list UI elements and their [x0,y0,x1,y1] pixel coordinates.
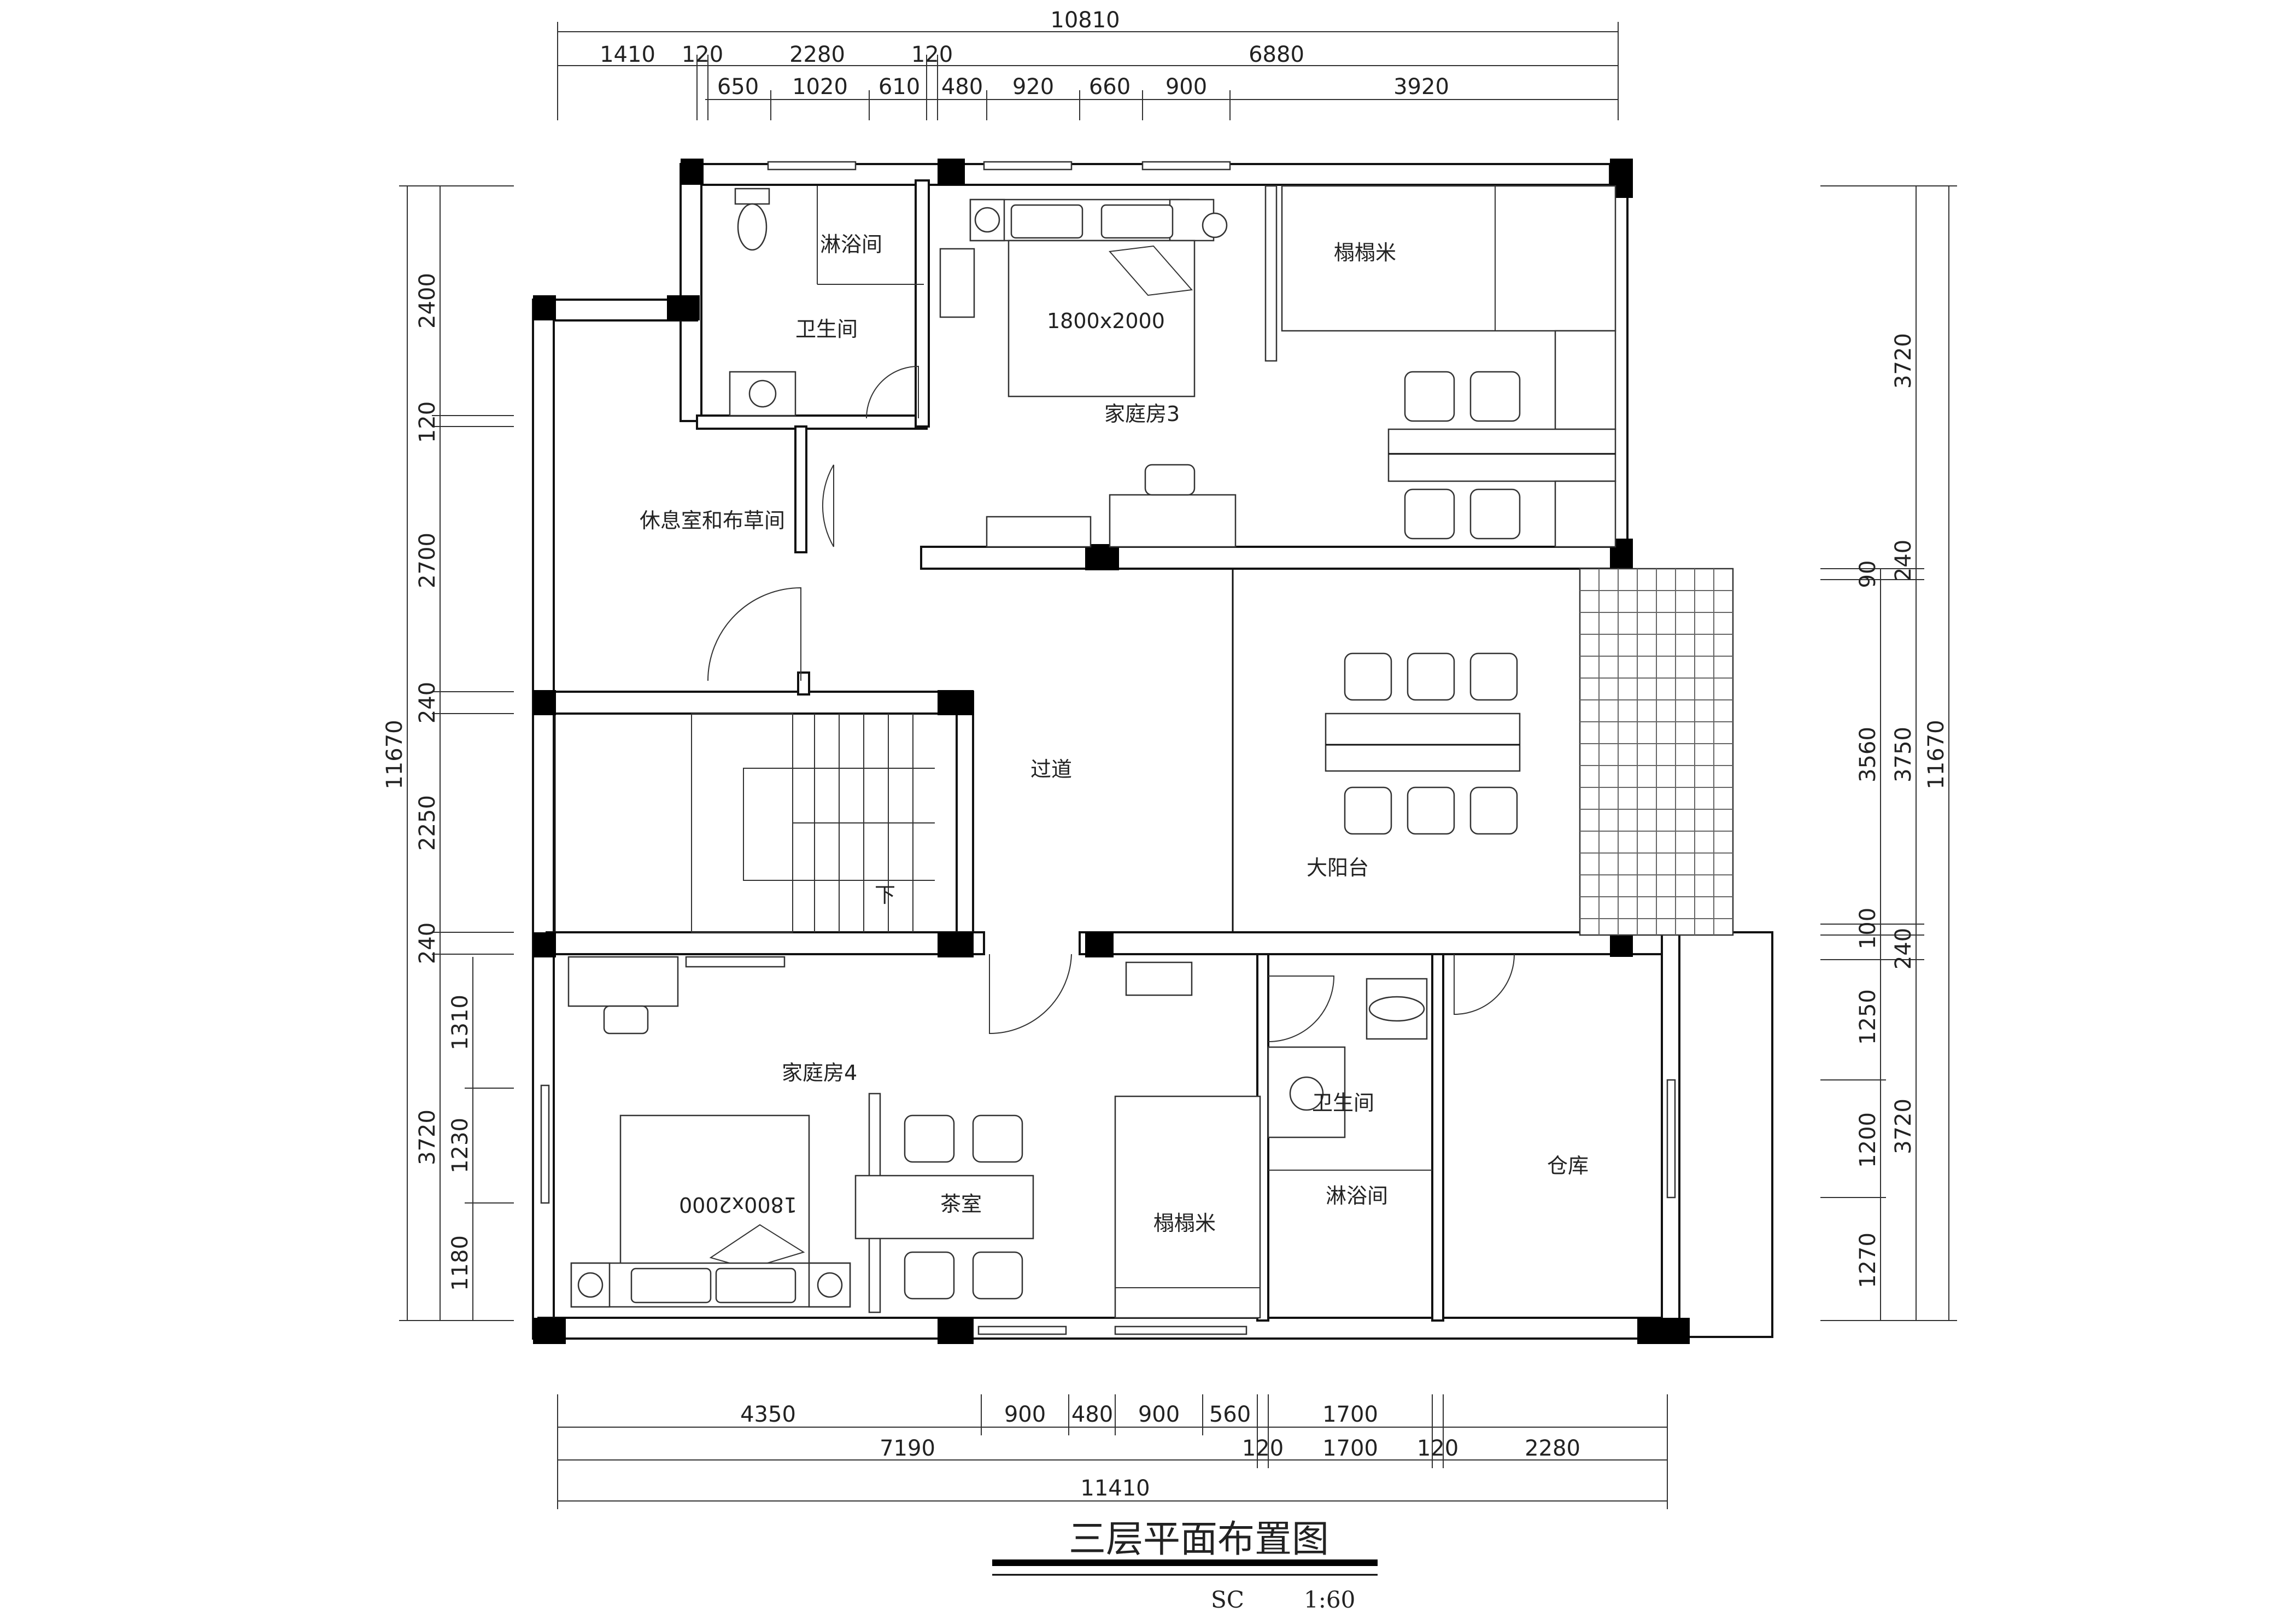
dim-top-row2-5: 6880 [1249,42,1304,67]
label-bed4-size: 1800x2000 [679,1193,797,1217]
dim-top-row3-2: 1020 [792,74,848,100]
dim-right-inner-3: 100 [1855,908,1881,949]
dim-right-upper-240: 240 [1891,540,1916,581]
dim-right-overall: 11670 [1924,720,1949,789]
label-storage: 仓库 [1547,1154,1589,1178]
label-shower-bottom: 淋浴间 [1326,1184,1388,1208]
title-block: 三层平面布置图 SC 1:60 [992,1518,1378,1613]
lounge-doors [707,587,801,681]
room-labels: 淋浴间 卫生间 1800x2000 家庭房3 榻榻米 休息室和布草间 过道 下 … [640,232,1589,1235]
dim-top-row3-7: 900 [1165,74,1207,100]
dim-right-inner-5: 1250 [1855,989,1881,1045]
family-room-3-furniture [822,185,1616,548]
dim-bottom-row2-3: 1700 [1322,1436,1378,1461]
dim-bottom-row1-5: 560 [1209,1402,1251,1427]
label-family3: 家庭房3 [1104,402,1180,426]
top-bathroom-fixtures [729,186,975,419]
label-lounge: 休息室和布草间 [640,509,785,533]
dim-top-row3-3: 610 [878,74,920,100]
label-tatami-bottom: 榻榻米 [1153,1211,1216,1235]
dimension-bottom: 4350 900 480 900 560 1700 7190 120 1700 … [557,1394,1668,1509]
dim-top-row2-3: 2280 [789,42,845,67]
bottom-bathroom-fixtures [1267,954,1515,1171]
dim-bottom-row1-2: 900 [1004,1402,1046,1427]
dim-bottom-row1-6: 1700 [1322,1402,1378,1427]
dimension-left: 11670 2400 120 2700 240 2250 240 3720 13… [382,185,514,1321]
dim-top-row2-4: 120 [911,42,953,67]
scale-value: 1:60 [1304,1586,1355,1613]
label-balcony: 大阳台 [1307,856,1369,880]
label-bath-top: 卫生间 [795,317,858,341]
roof-tile-strip [1579,568,1734,936]
label-tatami-top: 榻榻米 [1334,241,1396,265]
dim-right-outer-2: 3750 [1891,727,1916,782]
dim-left-outer-7: 3720 [415,1109,440,1165]
dim-top-row3-1: 650 [717,74,759,100]
dim-left-outer-5: 2250 [415,795,440,851]
dim-right-inner-1: 90 [1855,560,1881,588]
dim-left-outer-4: 240 [415,682,440,723]
dim-top-row3-4: 480 [941,74,983,100]
family-room-4-furniture [567,954,1261,1319]
dim-bottom-row2-1: 7190 [880,1436,935,1461]
label-tea-room: 茶室 [940,1192,982,1216]
dim-top-row2-2: 120 [682,42,723,67]
dim-left-outer-6: 240 [415,922,440,964]
dim-bottom-row1-3: 480 [1071,1402,1113,1427]
dim-bottom-row2-5: 2280 [1525,1436,1580,1461]
staircase [691,713,935,933]
dim-left-outer-1: 2400 [415,273,440,329]
label-bed3-size: 1800x2000 [1047,309,1165,333]
dim-bottom-row2-4: 120 [1417,1436,1459,1461]
dim-left-outer-2: 120 [415,401,440,443]
label-shower-top: 淋浴间 [820,232,882,256]
drawing-title: 三层平面布置图 [1069,1518,1329,1561]
dim-left-inner-3: 1180 [448,1235,473,1291]
dim-right-inner-6: 1200 [1855,1112,1881,1168]
dim-right-inner-7: 1270 [1855,1232,1881,1288]
label-stair-down: 下 [875,883,895,907]
balcony-furniture [1232,569,1521,932]
dim-right-outer-3: 3720 [1891,1099,1916,1154]
dim-left-outer-3: 2700 [415,533,440,588]
dim-top-row3-5: 920 [1012,74,1054,100]
dim-top-row2-1: 1410 [600,42,655,67]
dim-bottom-row2-2: 120 [1242,1436,1284,1461]
dim-top-overall: 10810 [1050,8,1120,33]
dim-top-row3-8: 3920 [1393,74,1449,100]
dim-bottom-overall: 11410 [1080,1476,1150,1501]
dim-right-inner-2: 3560 [1855,727,1881,782]
label-bath-bottom: 卫生间 [1312,1091,1374,1115]
scale-label: SC [1211,1586,1244,1613]
windows [540,161,1676,1335]
dim-left-inner-1: 1310 [448,995,473,1050]
dim-left-inner-2: 1230 [448,1118,473,1173]
dim-right-inner-4: 240 [1891,928,1916,969]
dim-right-outer-1: 3720 [1891,333,1916,389]
dim-top-row3-6: 660 [1089,74,1131,100]
dim-left-overall: 11670 [382,720,407,789]
dim-bottom-row1-1: 4350 [740,1402,796,1427]
label-family4: 家庭房4 [782,1061,857,1085]
label-corridor: 过道 [1030,757,1072,781]
dimension-right: 11670 3720 3750 3720 240 90 3560 100 240… [1820,185,1957,1321]
dimension-top: 10810 1410 120 2280 120 6880 650 1020 61… [557,8,1619,120]
dim-bottom-row1-4: 900 [1138,1402,1180,1427]
